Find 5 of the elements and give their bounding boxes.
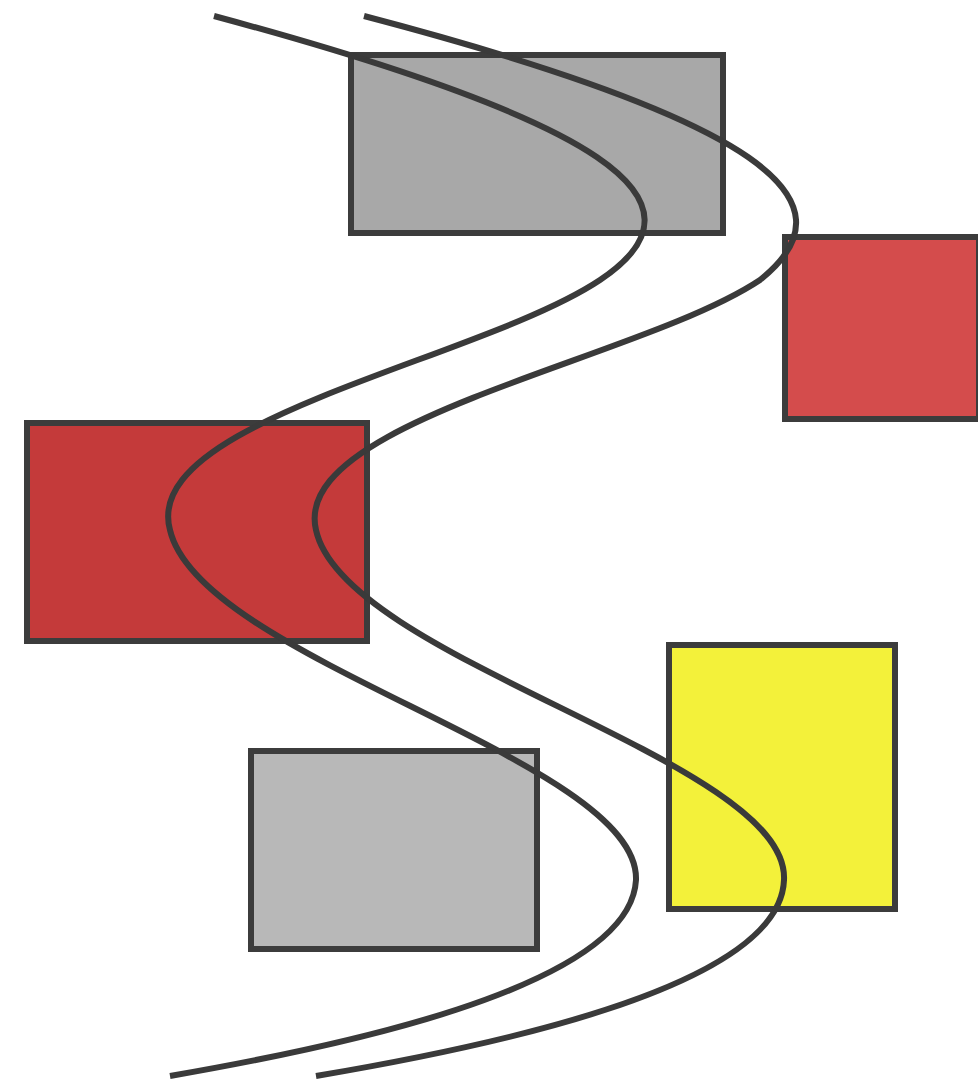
rectangle-shape	[24, 420, 370, 644]
rectangle-shape	[348, 52, 726, 236]
rectangle-shape	[666, 642, 898, 912]
rectangle-shape	[248, 748, 540, 952]
rectangle-shape	[782, 234, 978, 422]
